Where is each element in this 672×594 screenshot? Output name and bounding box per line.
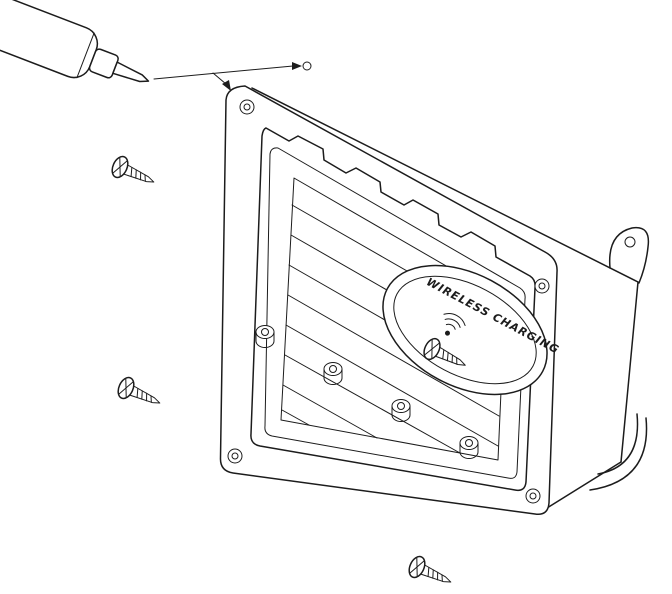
- wireless-charging-pad: WIRELESS CHARGING: [382, 264, 562, 396]
- corner-screw-holes: [227, 99, 550, 504]
- phillips-screw: [405, 553, 457, 593]
- retaining-clip: [589, 417, 648, 491]
- enclosure-rear-body: [251, 87, 650, 514]
- screw-boss: [323, 362, 343, 385]
- phillips-screw: [114, 374, 166, 414]
- tab-hole: [624, 236, 636, 248]
- screwdriver: [0, 0, 150, 83]
- corner-screw-hole: [227, 448, 243, 464]
- screw-boss: [391, 399, 411, 422]
- wireless-signal-icon: [443, 313, 466, 336]
- screw-boss: [459, 436, 479, 459]
- screw-hole-marker: [302, 61, 312, 71]
- mounting-tab: [608, 226, 650, 284]
- tray-opening: [250, 127, 536, 492]
- corner-screw-hole: [239, 99, 255, 115]
- callout-arrows: [153, 61, 312, 91]
- corner-screw-hole: [525, 488, 541, 504]
- retaining-clip: [597, 413, 639, 475]
- corner-screw-hole: [534, 278, 550, 294]
- tray-floor: [280, 177, 506, 461]
- screw-boss: [255, 325, 275, 348]
- interior-screw-bosses: [255, 325, 479, 459]
- tray-inner-lip: [264, 147, 526, 479]
- phillips-screw: [108, 153, 160, 193]
